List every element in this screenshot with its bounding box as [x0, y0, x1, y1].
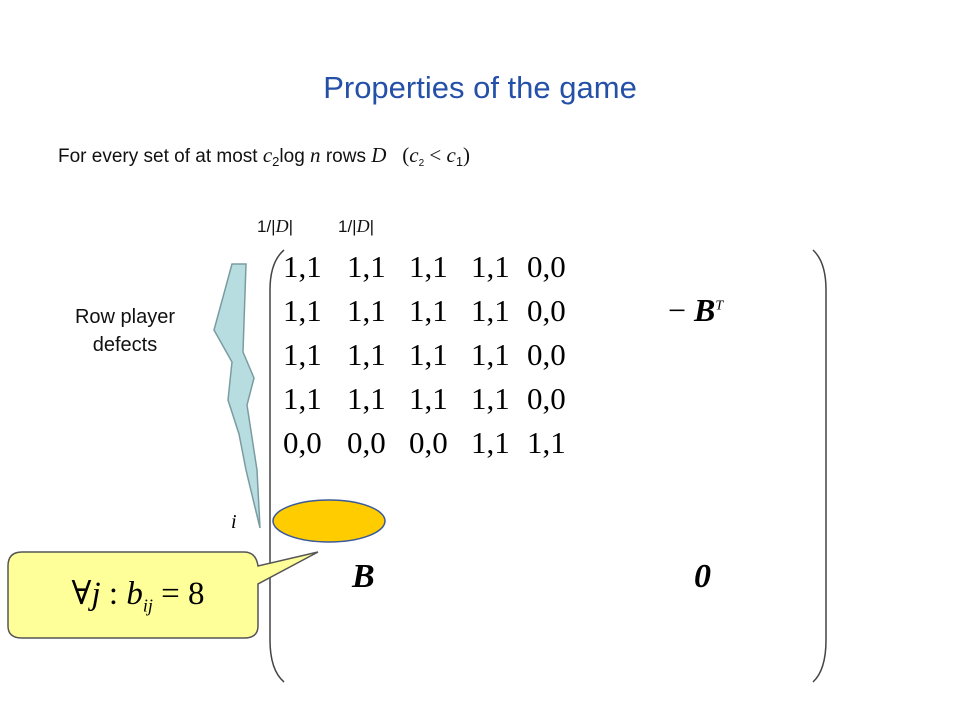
matrix-cell: 0,0 — [527, 293, 566, 328]
column-header-1: 1/|D| — [257, 216, 294, 236]
matrix-cell: 1,1 — [471, 337, 510, 372]
subtitle-cond-close: ) — [463, 143, 471, 167]
matrix-cell: 1,1 — [471, 425, 510, 460]
subtitle-c2-subscript: 2 — [272, 154, 280, 169]
subtitle-statement: For every set of at most c2log n rows D … — [58, 143, 470, 169]
matrix-cell: 0,0 — [409, 425, 448, 460]
matrix-cell: 0,0 — [283, 425, 322, 460]
matrix-right-bracket — [812, 249, 827, 683]
matrix-cell: 1,1 — [283, 249, 322, 284]
matrix-cell: 1,1 — [347, 249, 386, 284]
row-label: Row player defects — [55, 303, 195, 359]
matrix-cell: 1,1 — [283, 381, 322, 416]
matrix-cell: 1,1 — [409, 249, 448, 284]
matrix-cell: 1,1 — [347, 337, 386, 372]
callout-box-shape — [7, 551, 319, 639]
subtitle-prefix: For every set of at most — [58, 146, 263, 167]
matrix-cell: 1,1 — [409, 293, 448, 328]
B-block-label: B — [352, 558, 375, 595]
subtitle-rows-word: rows — [320, 146, 372, 167]
matrix-cell: 1,1 — [347, 381, 386, 416]
highlighted-row-ellipse — [272, 499, 386, 543]
matrix-cell: 0,0 — [527, 337, 566, 372]
row-i-label: i — [231, 511, 237, 533]
matrix-cell: 1,1 — [471, 249, 510, 284]
page-title: Properties of the game — [323, 70, 637, 105]
matrix-cell: 1,1 — [409, 337, 448, 372]
lightning-bolt-shape — [213, 263, 261, 529]
callout-formula: ∀j : bij = 8 — [71, 576, 205, 616]
matrix-cell: 1,1 — [283, 293, 322, 328]
subtitle-c2: c — [262, 143, 273, 167]
matrix-cell: 1,1 — [283, 337, 322, 372]
matrix-cell: 1,1 — [471, 381, 510, 416]
matrix-cell: 1,1 — [471, 293, 510, 328]
matrix-left-bracket — [269, 249, 285, 683]
column-header-2: 1/|D| — [338, 216, 375, 236]
subtitle-log: log — [279, 146, 311, 167]
matrix-cell: 0,0 — [527, 249, 566, 284]
subtitle-cond-c1: c — [446, 143, 456, 167]
subtitle-cond-open: ( — [402, 143, 410, 167]
subtitle-n: n — [310, 143, 321, 167]
subtitle-cond-lt: < — [424, 143, 447, 167]
matrix-cell: 0,0 — [347, 425, 386, 460]
row-label-line1: Row player — [74, 306, 176, 328]
neg-B-transpose-label: − BT — [668, 292, 724, 328]
subtitle-D: D — [371, 143, 387, 167]
subtitle-cond-c2: c — [409, 143, 419, 167]
zero-block-label: 0 — [694, 558, 711, 595]
matrix-cell: 1,1 — [527, 425, 566, 460]
subtitle-cond-c1-subscript: 1 — [455, 154, 464, 169]
matrix-cell: 0,0 — [527, 381, 566, 416]
row-label-line2: defects — [92, 334, 158, 356]
matrix-cell: 1,1 — [409, 381, 448, 416]
matrix-cell: 1,1 — [347, 293, 386, 328]
subtitle-cond-c2-subscript: 2 — [418, 158, 425, 169]
